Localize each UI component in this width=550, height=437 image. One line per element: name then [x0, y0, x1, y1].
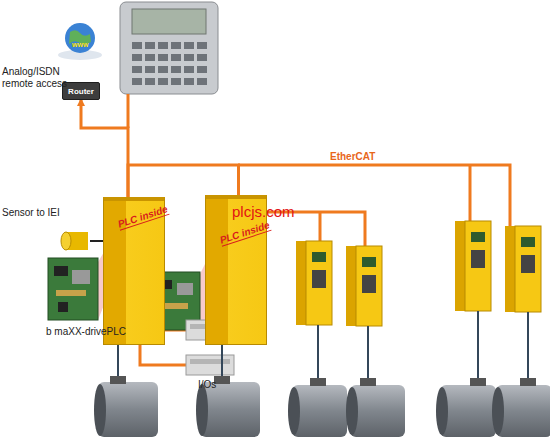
- servo-drive: [296, 221, 541, 326]
- card-label: b maXX-drivePLC: [46, 326, 146, 338]
- node-text: Router: [68, 87, 94, 96]
- ethercat-link: [81, 100, 128, 197]
- hmi-panel: [120, 2, 218, 94]
- remote-access-label: Analog/ISDN remote access: [2, 66, 76, 90]
- brand-mark: PLC inside: [218, 219, 271, 246]
- ethercat-link: [128, 165, 239, 197]
- globe-text: www: [72, 41, 92, 49]
- sensor-label: Sensor to IEI: [2, 207, 82, 219]
- sensor: [61, 232, 104, 250]
- watermark: plcjs.com: [232, 203, 322, 221]
- servo-drive-plc: PLC inside: [103, 197, 165, 345]
- brand-mark: PLC inside: [116, 203, 169, 230]
- router-box: Router: [62, 82, 100, 100]
- io-label: I/Os: [198, 379, 238, 391]
- bus-label: EtherCAT: [330, 151, 400, 163]
- globe-icon: [58, 23, 102, 60]
- ethercat-wiring: [128, 94, 510, 365]
- motor-cable: [118, 311, 528, 382]
- servo-motor: [94, 376, 550, 437]
